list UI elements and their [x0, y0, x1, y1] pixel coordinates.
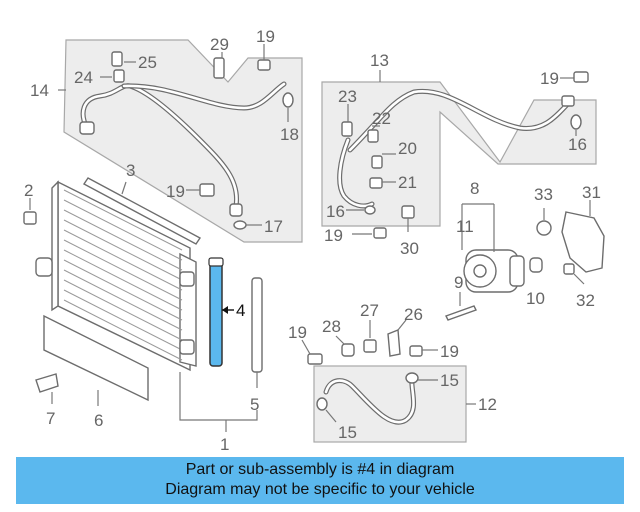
part-26-bracket: [387, 328, 401, 357]
label-23: 23: [338, 87, 357, 106]
label-3: 3: [126, 161, 135, 180]
group-12-hose-assembly: [313, 365, 467, 443]
label-9: 9: [454, 273, 463, 292]
label-32: 32: [576, 291, 595, 310]
part-31-shield: [561, 211, 605, 273]
part-10-bushing: [529, 257, 543, 273]
label-21: 21: [398, 173, 417, 192]
info-banner: Part or sub-assembly is #4 in diagram Di…: [16, 457, 624, 504]
label-1: 1: [220, 435, 229, 454]
label-11: 11: [456, 217, 474, 236]
label-30: 30: [400, 239, 419, 258]
banner-line-1: Part or sub-assembly is #4 in diagram: [185, 461, 455, 478]
label-15-a: 15: [440, 371, 459, 390]
part-28-nut: [341, 343, 355, 357]
label-19-c: 19: [540, 69, 559, 88]
label-29: 29: [210, 35, 229, 54]
group-13-hose-assembly: [321, 81, 597, 227]
compressor: [463, 249, 525, 293]
label-26: 26: [404, 305, 423, 324]
part-5-tube: [251, 277, 263, 373]
label-18: 18: [280, 125, 299, 144]
label-19-f: 19: [440, 342, 459, 361]
label-20: 20: [398, 139, 417, 158]
label-16-a: 16: [326, 202, 345, 221]
label-10: 10: [526, 289, 545, 308]
label-19-b: 19: [166, 182, 185, 201]
label-24: 24: [74, 68, 93, 87]
label-19-e: 19: [288, 323, 307, 342]
label-16-b: 16: [568, 135, 587, 154]
part-4-receiver-drier: [209, 261, 223, 367]
part-6-panel: [43, 314, 149, 402]
condenser: [35, 180, 197, 372]
label-19-a: 19: [256, 27, 275, 46]
banner-line-2: Diagram may not be specific to your vehi…: [165, 481, 475, 498]
label-22: 22: [372, 109, 391, 128]
part-9-bolt: [445, 305, 477, 321]
label-4: 4: [236, 301, 245, 320]
group-14-hose-assembly: [63, 39, 303, 243]
label-31: 31: [582, 183, 601, 202]
part-33-nut: [536, 220, 552, 236]
label-7: 7: [46, 409, 55, 428]
label-5: 5: [250, 395, 259, 414]
label-15-b: 15: [338, 423, 357, 442]
label-8: 8: [470, 179, 479, 198]
label-13: 13: [370, 51, 389, 70]
part-30-mount: [401, 205, 415, 219]
part-32-clip: [563, 263, 575, 275]
label-17: 17: [264, 217, 283, 236]
label-12: 12: [478, 395, 497, 414]
label-14: 14: [30, 81, 49, 100]
label-28: 28: [322, 317, 341, 336]
label-27: 27: [360, 301, 379, 320]
part-7-bracket: [35, 373, 59, 393]
label-33: 33: [534, 185, 553, 204]
label-2: 2: [24, 181, 33, 200]
part-3-seal-strip: [82, 177, 202, 245]
parts-diagram: 14 25 24 29 19 18 17 19 13 23 22 20 21 1…: [23, 27, 605, 454]
label-25: 25: [138, 53, 157, 72]
label-19-d: 19: [324, 226, 343, 245]
part-27-clip: [363, 339, 377, 353]
label-6: 6: [94, 411, 103, 430]
